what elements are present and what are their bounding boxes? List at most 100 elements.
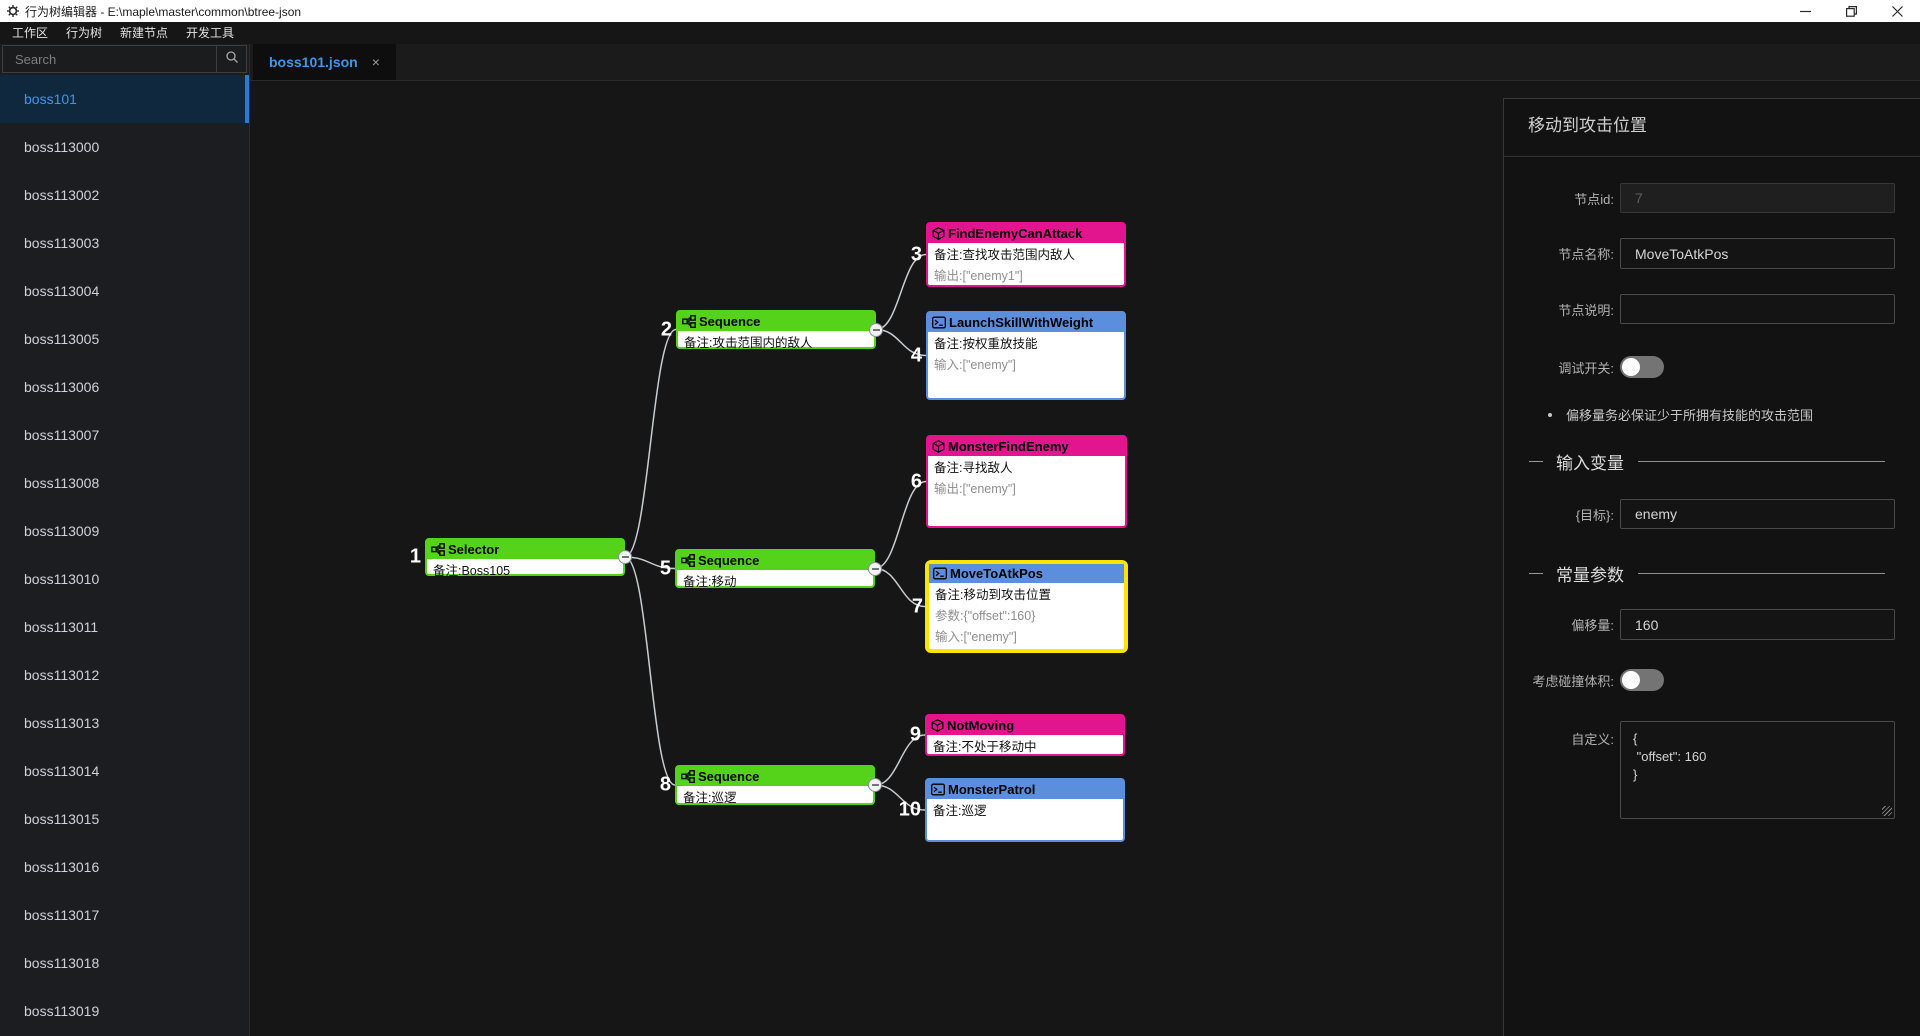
terminal-icon [932,316,946,329]
minimize-button[interactable] [1782,0,1828,22]
search-button[interactable] [216,46,246,72]
node-body: 备注:查找攻击范围内敌人输出:["enemy1"] [928,243,1124,287]
sidebar-item-boss113000[interactable]: boss113000 [24,139,100,155]
sidebar-item-boss113014[interactable]: boss113014 [24,763,100,779]
node-body: 备注:不处于移动中 [927,735,1123,758]
sidebar-item-boss113010[interactable]: boss113010 [24,571,100,587]
node-header: Sequence [677,767,873,786]
sidebar-item-boss113015[interactable]: boss113015 [24,811,100,827]
node-title: Sequence [698,553,760,568]
window-title: 行为树编辑器 - E:\maple\master\common\btree-js… [25,4,302,19]
sidebar-item-boss113002[interactable]: boss113002 [24,187,100,203]
sidebar-item-boss113016[interactable]: boss113016 [24,859,100,875]
field-input-6[interactable] [1620,499,1895,529]
node-title: NotMoving [947,718,1015,733]
tab-close-icon[interactable]: × [371,54,380,70]
field-input-2[interactable] [1620,294,1895,324]
node-number: 2 [660,318,672,340]
sidebar-item-boss113017[interactable]: boss113017 [24,907,100,923]
node-body-line: 备注:移动到攻击位置 [935,588,1051,602]
tab-boss101-json[interactable]: boss101.json × [253,44,396,80]
node-number: 1 [409,545,421,568]
node-number: 6 [910,470,922,492]
menu-item-2[interactable]: 新建节点 [120,26,169,40]
panel-row-6: {目标}: [1504,499,1895,529]
search-icon [225,50,239,69]
sidebar-item-boss113018[interactable]: boss113018 [24,955,100,971]
panel-note: 偏移量务必保证少于所拥有技能的攻击范围 [1548,405,1890,424]
field-input-0[interactable] [1620,183,1895,213]
custom-json-textarea[interactable]: { "offset": 160 } [1620,721,1895,819]
panel-row-10: 自定义:{ "offset": 160 } [1504,721,1895,819]
node-body-line: 备注:查找攻击范围内敌人 [934,248,1075,262]
collapse-connector[interactable] [869,322,883,337]
field-input-1[interactable] [1620,238,1895,269]
sidebar-item-boss113013[interactable]: boss113013 [24,715,100,731]
field-label: {目标}: [1575,507,1614,523]
collapse-connector[interactable] [868,778,882,792]
bullet-dot [1548,412,1552,417]
node-body: 备注:移动到攻击位置参数:{"offset":160}输入:["enemy"] [929,583,1124,648]
sidebar-item-boss113006[interactable]: boss113006 [24,379,100,395]
menu-item-0[interactable]: 工作区 [12,26,49,40]
search-input[interactable] [3,46,216,72]
field-label: 节点名称: [1558,247,1614,262]
tree-icon [682,315,696,328]
node-title: Selector [448,542,500,557]
edge-1-8 [624,556,676,786]
toggle-switch-9[interactable] [1620,669,1664,691]
sidebar-item-boss113009[interactable]: boss113009 [24,523,100,539]
collapse-connector[interactable] [868,561,882,576]
node-title: LaunchSkillWithWeight [949,315,1094,330]
search-box [2,45,247,73]
sidebar-item-boss113011[interactable]: boss113011 [24,619,99,635]
sidebar-item-boss113004[interactable]: boss113004 [24,283,100,299]
collapse-connector[interactable] [618,550,632,564]
field-input-8[interactable] [1620,609,1895,640]
field-label: 节点说明: [1558,302,1614,318]
sidebar-item-boss113003[interactable]: boss113003 [24,235,100,251]
sidebar-item-boss101[interactable]: boss101 [0,75,249,123]
close-button[interactable] [1874,0,1920,22]
node-title: MonsterPatrol [948,782,1036,797]
restore-button[interactable] [1828,0,1874,22]
node-body-line: 备注:寻找敌人 [934,461,1013,475]
section-title: 常量参数 [1556,565,1624,585]
menu-item-3[interactable]: 开发工具 [186,26,235,40]
menu-bar: 工作区 行为树 新建节点 开发工具 [0,22,1920,44]
node-number: 8 [659,773,671,796]
node-title: Sequence [698,769,760,784]
sidebar-item-boss113008[interactable]: boss113008 [24,475,100,491]
section-title: 输入变量 [1556,453,1624,473]
sidebar-item-boss113005[interactable]: boss113005 [24,331,100,347]
terminal-icon [931,783,945,796]
panel-row-2: 节点说明: [1504,294,1895,324]
menu-item-1[interactable]: 行为树 [66,26,103,40]
section-dash [1529,460,1543,462]
sidebar-item-boss113019[interactable]: boss113019 [24,1003,100,1019]
sidebar-item-boss113012[interactable]: boss113012 [24,667,100,683]
toggle-switch-3[interactable] [1620,356,1664,378]
node-number: 5 [659,557,671,579]
node-title: FindEnemyCanAttack [948,226,1083,241]
edge-layer [624,253,927,811]
minus-glyph [871,784,879,786]
tree-icon [681,554,695,567]
resize-grip[interactable] [1882,806,1892,816]
toggle-knob [1622,671,1640,689]
node-body: 备注:攻击范围内的敌人 [678,331,874,354]
panel-row-1: 节点名称: [1504,238,1895,269]
node-header: MoveToAtkPos [929,564,1124,583]
sidebar-item-boss113007[interactable]: boss113007 [24,427,100,443]
